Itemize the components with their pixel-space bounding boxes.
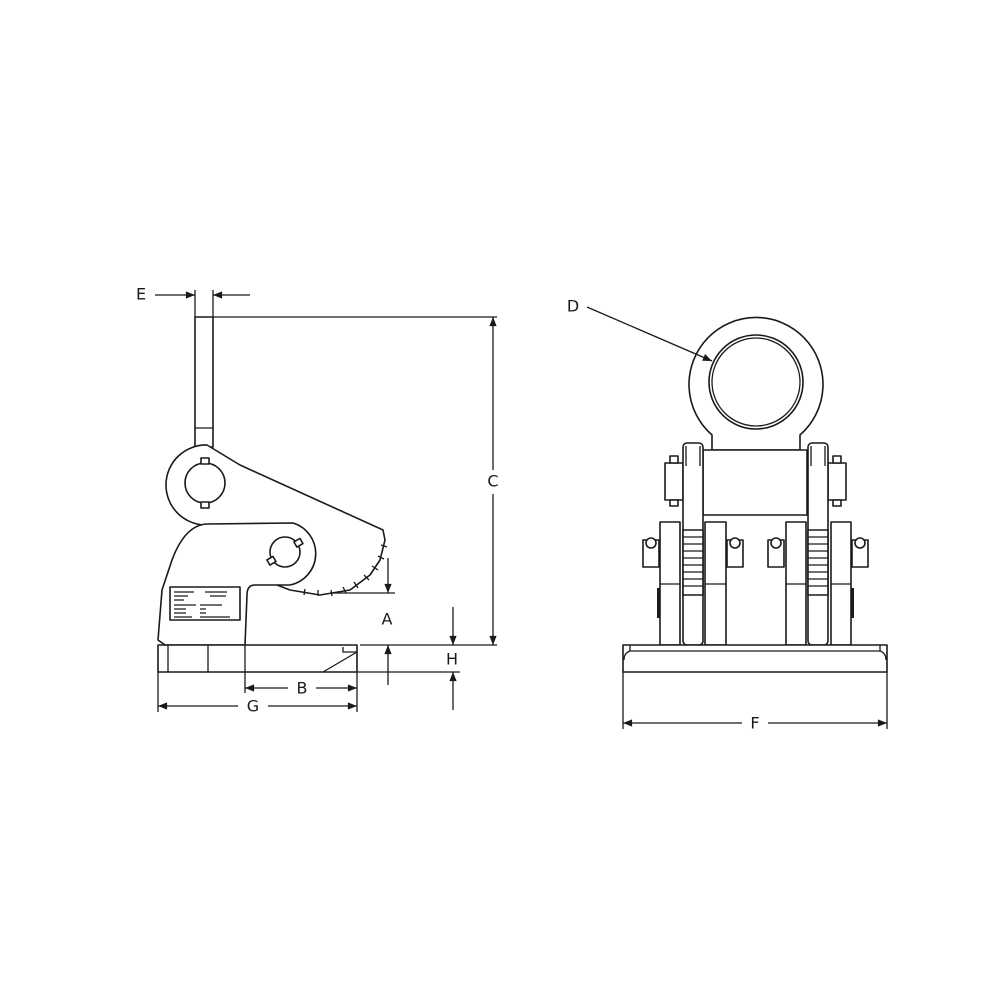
front-view [622,316,888,673]
dim-label-c: C [487,472,498,491]
jaw-plates [657,521,854,646]
shackle-pin [184,462,226,504]
dim-label-g: G [247,697,259,716]
front-base-plate [622,644,888,673]
dim-label-e: E [136,285,146,304]
dimensions-front: D F [567,297,888,733]
dim-label-d: D [567,297,579,316]
dim-label-a: A [382,610,393,629]
cam-gears [682,529,829,596]
base-plate [157,644,358,673]
dim-label-f: F [750,714,759,733]
nameplate [169,586,241,621]
dim-label-b: B [297,679,308,698]
center-block [702,449,808,516]
bolt-brackets [642,537,869,568]
dimensions-side: E C A H B G [136,285,499,716]
side-view [157,316,388,673]
dim-label-h: H [446,650,458,669]
pivot-pin [269,536,301,568]
